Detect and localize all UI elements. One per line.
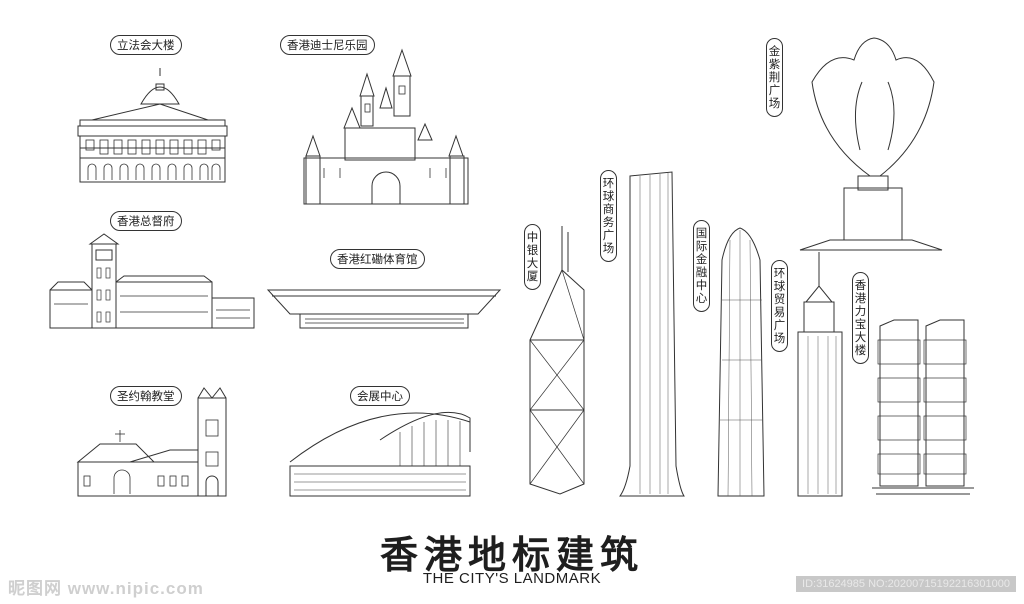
st-johns-cathedral-drawing — [76, 387, 227, 497]
label-ifc: 国际金融中心 — [693, 220, 710, 312]
label-wtc: 环球贸易广场 — [771, 260, 788, 352]
boc-tower-drawing — [529, 226, 585, 495]
label-lippo: 香港力宝大楼 — [852, 272, 869, 364]
page-title: 香港地标建筑 — [379, 533, 644, 577]
government-house-drawing — [49, 233, 255, 329]
lippo-centre-drawing — [872, 319, 974, 495]
page-subtitle: THE CITY'S LANDMARK — [422, 570, 602, 587]
ifc-tower-drawing — [717, 227, 765, 497]
label-stjohn: 圣约翰教堂 — [110, 386, 182, 406]
golden-bauhinia-drawing — [799, 37, 943, 251]
label-bauhinia: 金紫荆广场 — [766, 38, 783, 117]
watermark-left: 昵图网 www.nipic.com — [8, 579, 204, 598]
label-disney: 香港迪士尼乐园 — [280, 35, 375, 55]
label-hkcec: 会展中心 — [350, 386, 410, 406]
label-legco: 立法会大楼 — [110, 35, 182, 55]
legco-drawing — [77, 68, 228, 183]
watermark-right: ID:31624985 NO:20200715192216301000 — [796, 576, 1016, 592]
label-icc: 环球商务广场 — [600, 170, 617, 262]
label-boc: 中银大厦 — [524, 224, 541, 290]
trade-tower-drawing — [797, 252, 843, 497]
disney-castle-drawing — [303, 48, 469, 205]
hkcec-drawing — [289, 411, 471, 497]
coliseum-drawing — [266, 289, 502, 329]
icc-tower-drawing — [619, 171, 685, 497]
label-coliseum: 香港红磡体育馆 — [330, 249, 425, 269]
label-govhouse: 香港总督府 — [110, 211, 182, 231]
